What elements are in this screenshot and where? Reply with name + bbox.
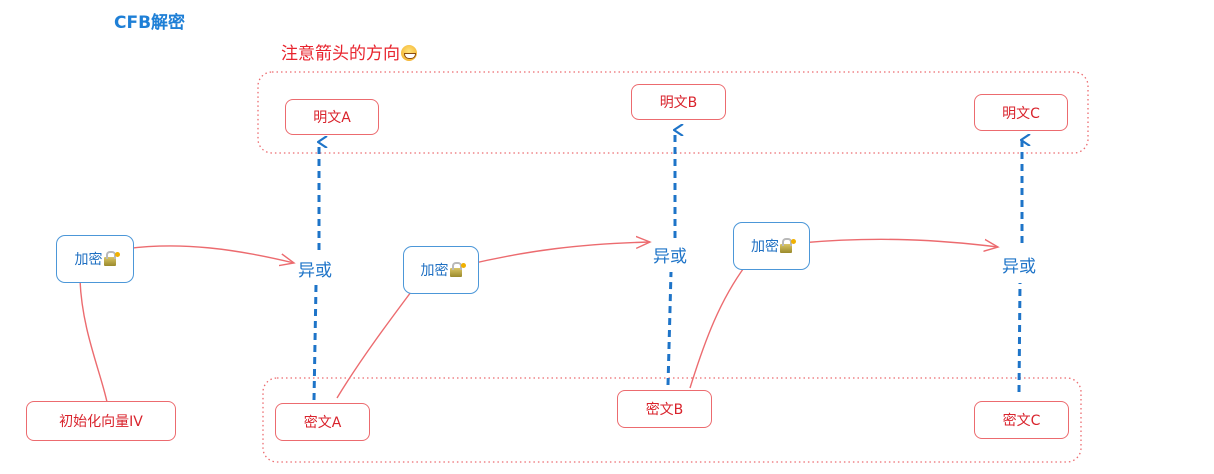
cipher-to-xor-line-c xyxy=(1017,282,1022,393)
plaintext-group xyxy=(257,71,1089,154)
direction-note: 注意箭头的方向 xyxy=(281,39,417,64)
cipher-a-to-encrypt-line xyxy=(336,287,415,399)
plaintext-node-c[interactable]: 明文C xyxy=(974,94,1068,131)
encrypt-3-label: 加密 xyxy=(751,239,779,255)
diagram-title: CFB解密 xyxy=(114,13,186,33)
direction-note-text: 注意箭头的方向 xyxy=(281,44,400,64)
cipher-to-xor-line-a xyxy=(312,284,318,401)
ciphertext-node-a[interactable]: 密文A xyxy=(275,403,370,441)
iv-to-encrypt-line xyxy=(79,279,108,403)
encrypt-to-xor-arrow-1 xyxy=(117,245,294,263)
plaintext-b-label: 明文B xyxy=(659,95,698,111)
grinning-emoji-icon xyxy=(401,45,417,61)
encrypt-1-label: 加密 xyxy=(74,252,103,268)
iv-node[interactable]: 初始化向量IV xyxy=(26,401,176,441)
plaintext-a-label: 明文A xyxy=(313,110,351,126)
iv-label: 初始化向量IV xyxy=(59,414,143,430)
ciphertext-node-c[interactable]: 密文C xyxy=(974,401,1069,439)
ciphertext-b-label: 密文B xyxy=(645,402,684,418)
encrypt-node-2[interactable]: 加密 xyxy=(403,246,479,294)
plaintext-node-b[interactable]: 明文B xyxy=(631,84,726,120)
encrypt-to-xor-arrow-3 xyxy=(799,238,998,247)
encrypt-node-1[interactable]: 加密 xyxy=(56,235,134,283)
plaintext-node-a[interactable]: 明文A xyxy=(285,99,379,135)
lock-key-icon xyxy=(449,261,466,277)
ciphertext-a-label: 密文A xyxy=(303,415,342,431)
lock-key-icon xyxy=(103,250,120,266)
ciphertext-node-b[interactable]: 密文B xyxy=(617,390,712,428)
plaintext-c-label: 明文C xyxy=(1002,105,1040,122)
cipher-b-to-encrypt-line xyxy=(689,264,747,389)
ciphertext-c-label: 密文C xyxy=(1002,413,1041,429)
encrypt-2-label: 加密 xyxy=(420,263,449,279)
xor-node-2: 异或 xyxy=(653,247,687,267)
cipher-to-xor-line-b xyxy=(666,271,673,386)
xor-node-3: 异或 xyxy=(1002,257,1036,277)
lock-key-icon xyxy=(780,237,796,253)
encrypt-to-xor-arrow-2 xyxy=(465,242,650,266)
xor-node-1: 异或 xyxy=(298,261,332,281)
encrypt-node-3[interactable]: 加密 xyxy=(733,222,810,270)
